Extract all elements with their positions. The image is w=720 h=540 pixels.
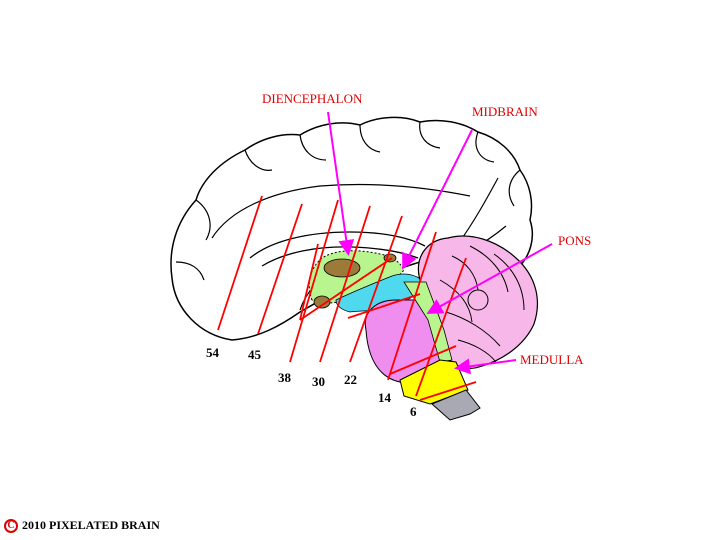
cut-line-oblique-4 bbox=[389, 345, 457, 375]
cerebellum-folia-5 bbox=[445, 311, 501, 347]
medulla-label: MEDULLA bbox=[520, 352, 584, 367]
hypothalamus-bulb bbox=[313, 295, 331, 309]
cerebellum-folia-6 bbox=[457, 339, 497, 363]
gyrus-fold-8 bbox=[175, 261, 205, 281]
spinal-cord bbox=[431, 389, 481, 421]
cut-line-oblique-1 bbox=[299, 257, 393, 321]
cut-line-14 bbox=[387, 231, 437, 381]
cerebellum-arbor-center bbox=[467, 289, 489, 311]
cut-line-oblique-5 bbox=[419, 381, 477, 401]
cut-line-22 bbox=[349, 215, 403, 363]
copyright-text: 2010 PIXELATED BRAIN bbox=[22, 518, 160, 532]
cut-line-6 bbox=[415, 257, 467, 397]
midbrain-arrow bbox=[402, 129, 473, 270]
corpus-callosum-upper bbox=[249, 231, 426, 259]
section-cut-lines bbox=[217, 195, 477, 401]
gyrus-fold-7 bbox=[508, 169, 521, 207]
pons-label: PONS bbox=[558, 233, 591, 248]
cut-line-oblique-2 bbox=[299, 243, 319, 321]
section-number-30: 30 bbox=[312, 374, 325, 389]
cut-line-30 bbox=[319, 205, 371, 363]
tegmentum-band bbox=[403, 281, 453, 363]
cerebellum-folia-4 bbox=[439, 279, 473, 323]
cut-line-oblique-3 bbox=[347, 293, 421, 319]
cut-line-54 bbox=[217, 195, 263, 331]
section-number-45: 45 bbox=[248, 347, 262, 362]
section-number-22: 22 bbox=[344, 372, 357, 387]
gyrus-fold-5 bbox=[419, 121, 441, 149]
diencephalon-arrow bbox=[327, 111, 355, 256]
pons-arrow bbox=[426, 243, 553, 314]
cerebellum-folia-3 bbox=[493, 253, 525, 311]
pointer-arrows bbox=[327, 111, 553, 375]
thalamus-core bbox=[323, 258, 361, 278]
cut-line-45 bbox=[257, 203, 303, 335]
section-number-14: 14 bbox=[378, 390, 392, 405]
gyrus-fold-2 bbox=[244, 149, 273, 171]
gyrus-fold-4 bbox=[359, 124, 381, 153]
section-number-38: 38 bbox=[278, 370, 292, 385]
cerebellum-folia-2 bbox=[469, 245, 509, 293]
cingulate-sulcus bbox=[211, 183, 471, 239]
gyrus-fold-1 bbox=[195, 199, 211, 241]
gyrus-fold-3 bbox=[299, 134, 327, 161]
midbrain-label: MIDBRAIN bbox=[472, 104, 538, 119]
diencephalon-label: DIENCEPHALON bbox=[262, 91, 363, 106]
medulla-arrow bbox=[454, 358, 517, 375]
copyright-notice: C 2010 PIXELATED BRAIN bbox=[4, 518, 160, 533]
section-number-54: 54 bbox=[206, 345, 220, 360]
section-number-6: 6 bbox=[410, 404, 417, 419]
cut-line-38 bbox=[289, 199, 339, 363]
gyrus-fold-6 bbox=[475, 131, 495, 163]
copyright-icon: C bbox=[4, 518, 18, 533]
